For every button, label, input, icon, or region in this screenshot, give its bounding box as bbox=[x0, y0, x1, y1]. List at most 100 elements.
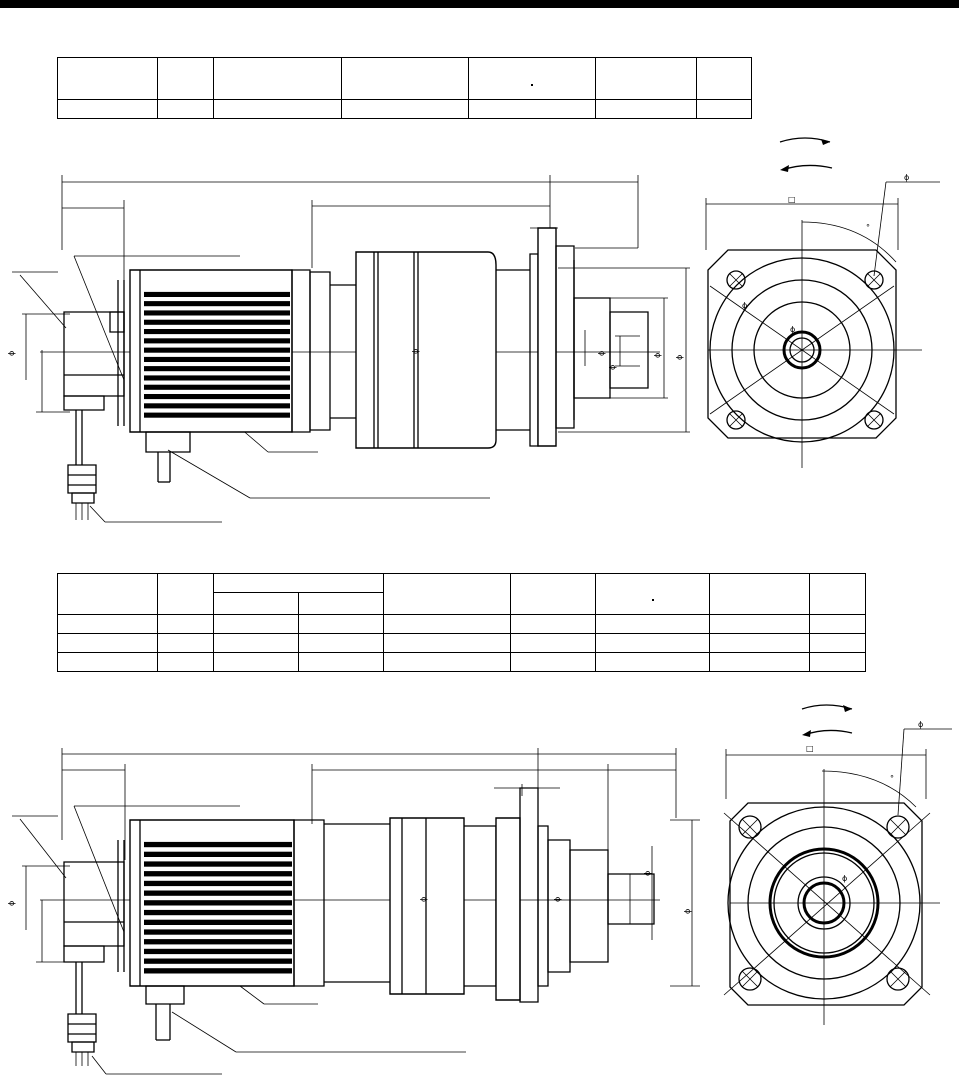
table-header-cell bbox=[709, 573, 810, 615]
cooling-fin bbox=[144, 329, 290, 335]
decimal-dot bbox=[651, 599, 654, 602]
table-header-cell bbox=[696, 57, 752, 100]
table-header-cell bbox=[57, 57, 158, 100]
cooling-fin bbox=[144, 871, 292, 877]
table-row bbox=[57, 652, 866, 672]
table-cell bbox=[383, 652, 511, 672]
table-cell bbox=[298, 614, 384, 634]
leader-lines bbox=[12, 256, 490, 522]
table-header-cell bbox=[595, 57, 697, 100]
table-subheader-cell bbox=[298, 592, 384, 615]
motor-side-view-1: ϕ ϕ ϕ ϕ ϕ ϕ bbox=[7, 130, 700, 540]
encoder-diameter-label: ϕ bbox=[7, 351, 16, 356]
motor-front-view-1: ϕ □ ° ϕ ϕ bbox=[690, 130, 950, 470]
table-cell bbox=[341, 99, 469, 119]
encoder-housing bbox=[64, 280, 124, 426]
pcd-diameter-label: ϕ bbox=[842, 874, 847, 883]
cooling-fin bbox=[144, 968, 292, 974]
rotation-arrow-icon bbox=[802, 705, 852, 737]
table-header-row bbox=[57, 573, 866, 615]
cooling-fin bbox=[144, 291, 290, 297]
table-cell bbox=[595, 633, 710, 653]
cooling-fin bbox=[144, 861, 292, 867]
flange-square bbox=[730, 803, 922, 1005]
table-cell bbox=[595, 99, 697, 119]
cooling-fins bbox=[144, 841, 292, 974]
rotation-arrow-icon bbox=[780, 138, 832, 172]
table-cell bbox=[510, 614, 596, 634]
table-header-cell bbox=[510, 573, 596, 615]
table-header-cell bbox=[468, 57, 596, 100]
cooling-fin bbox=[144, 403, 290, 409]
cooling-fin bbox=[144, 948, 292, 955]
table-cell bbox=[595, 614, 710, 634]
main-diameter-label: ϕ bbox=[675, 355, 684, 360]
table-cell bbox=[809, 633, 866, 653]
decimal-dot bbox=[531, 83, 533, 86]
table-cell bbox=[157, 633, 214, 653]
encoder-cable bbox=[68, 410, 96, 520]
cooling-fin bbox=[144, 394, 290, 400]
table-row bbox=[57, 633, 866, 653]
angle-degree-label: ° bbox=[866, 223, 870, 232]
cooling-fin bbox=[144, 890, 292, 896]
leader-lines bbox=[12, 806, 466, 1074]
cooling-fin bbox=[144, 919, 292, 925]
table-cell bbox=[595, 652, 710, 672]
encoder-diameter-label: ϕ bbox=[7, 901, 16, 906]
table-cell bbox=[468, 99, 596, 119]
table-cell bbox=[157, 614, 214, 634]
cooling-fin bbox=[144, 900, 292, 906]
mounting-hole-icon bbox=[727, 271, 883, 429]
cooling-fin bbox=[144, 939, 292, 945]
cooling-fins bbox=[144, 291, 290, 418]
table-subheader-row bbox=[58, 592, 866, 615]
table-header-cell bbox=[213, 573, 384, 593]
cooling-fin bbox=[144, 909, 292, 916]
table-header-cell bbox=[157, 573, 214, 615]
flange-diameter-label: ϕ bbox=[553, 897, 562, 902]
dimension-lines bbox=[22, 748, 700, 986]
table-cell bbox=[213, 99, 342, 119]
table-header-cell bbox=[57, 573, 158, 615]
body-diameter-label: ϕ bbox=[419, 897, 428, 902]
table-header-cell bbox=[157, 57, 214, 100]
gear-housing bbox=[356, 228, 648, 448]
encoder-housing bbox=[64, 840, 124, 972]
angle-degree-label: ° bbox=[890, 774, 894, 783]
cooling-fin bbox=[144, 338, 290, 344]
cooling-fin bbox=[144, 412, 290, 418]
hole-diameter-label: ϕ bbox=[918, 720, 923, 729]
cooling-fin bbox=[144, 958, 292, 964]
table-header-cell bbox=[383, 573, 511, 615]
table-cell bbox=[213, 652, 299, 672]
shaft-diameter-label: ϕ bbox=[643, 871, 652, 876]
cooling-fin bbox=[144, 880, 292, 887]
cooling-fin bbox=[144, 356, 290, 362]
body-diameter-label: ϕ bbox=[411, 349, 420, 354]
table-cell bbox=[213, 614, 299, 634]
motor-front-view-2: ϕ □ ° ϕ bbox=[700, 695, 959, 1045]
gear-housing bbox=[390, 788, 654, 1002]
table-row bbox=[57, 614, 866, 634]
dimension-lines bbox=[22, 175, 690, 432]
cooling-fin bbox=[144, 929, 292, 935]
motor-side-view-2: ϕ ϕ ϕ ϕ ϕ bbox=[7, 700, 710, 1084]
table-cell bbox=[383, 614, 511, 634]
shaft-diameter-label: ϕ bbox=[597, 351, 606, 356]
table-row bbox=[57, 99, 752, 119]
table-cell bbox=[709, 652, 810, 672]
table-cell bbox=[57, 99, 158, 119]
cooling-fin bbox=[144, 375, 290, 381]
table-cell bbox=[57, 652, 158, 672]
table-header-cell bbox=[341, 57, 469, 100]
table-cell bbox=[57, 633, 158, 653]
output-diameter-label: ϕ bbox=[683, 909, 692, 914]
cooling-fin bbox=[144, 319, 290, 325]
table-cell bbox=[510, 652, 596, 672]
table-cell bbox=[213, 633, 299, 653]
table-cell bbox=[709, 614, 810, 634]
table-cell bbox=[809, 652, 866, 672]
spec-table-2 bbox=[57, 573, 866, 672]
flange-square bbox=[708, 250, 896, 438]
